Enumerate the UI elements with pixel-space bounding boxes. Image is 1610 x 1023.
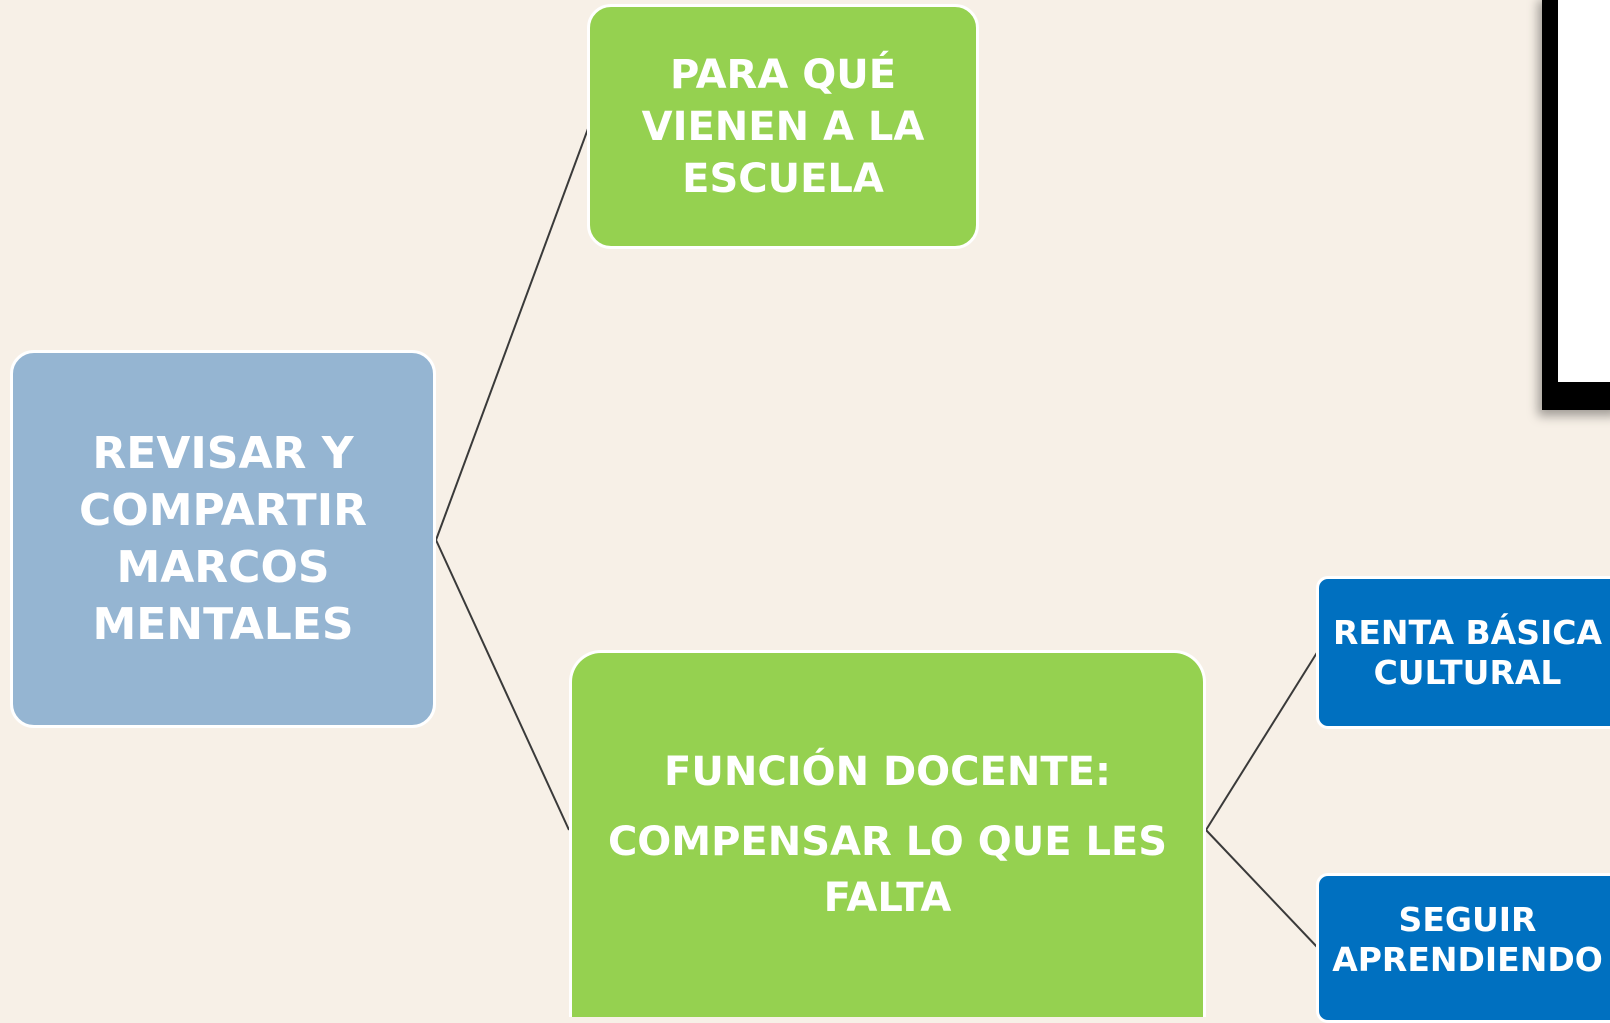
root-node-label: REVISAR Y COMPARTIR MARCOS MENTALES bbox=[79, 428, 367, 650]
child-node-renta-basica: RENTA BÁSICA CULTURAL bbox=[1316, 576, 1610, 729]
bottom-node-title: FUNCIÓN DOCENTE: bbox=[664, 749, 1111, 795]
connector-root-to-bottom bbox=[435, 539, 570, 831]
connector-bottom-to-renta bbox=[1205, 650, 1319, 831]
bottom-node-subtitle: COMPENSAR LO QUE LES FALTA bbox=[607, 819, 1168, 921]
image-fragment-mark bbox=[1606, 97, 1610, 125]
connector-bottom-to-seguir bbox=[1205, 829, 1319, 949]
child-node-label: RENTA BÁSICA CULTURAL bbox=[1332, 612, 1603, 692]
root-node: REVISAR Y COMPARTIR MARCOS MENTALES bbox=[10, 350, 436, 728]
framed-image bbox=[1542, 0, 1610, 410]
child-node-label: SEGUIR APRENDIENDO bbox=[1332, 900, 1603, 979]
top-node: PARA QUÉ VIENEN A LA ESCUELA bbox=[587, 4, 979, 249]
child-node-seguir-aprendiendo: SEGUIR APRENDIENDO bbox=[1316, 873, 1610, 1023]
bottom-node: FUNCIÓN DOCENTE: COMPENSAR LO QUE LES FA… bbox=[569, 650, 1206, 1017]
framed-image-content bbox=[1558, 0, 1610, 382]
top-node-label: PARA QUÉ VIENEN A LA ESCUELA bbox=[641, 52, 925, 202]
connector-root-to-top bbox=[435, 125, 590, 541]
